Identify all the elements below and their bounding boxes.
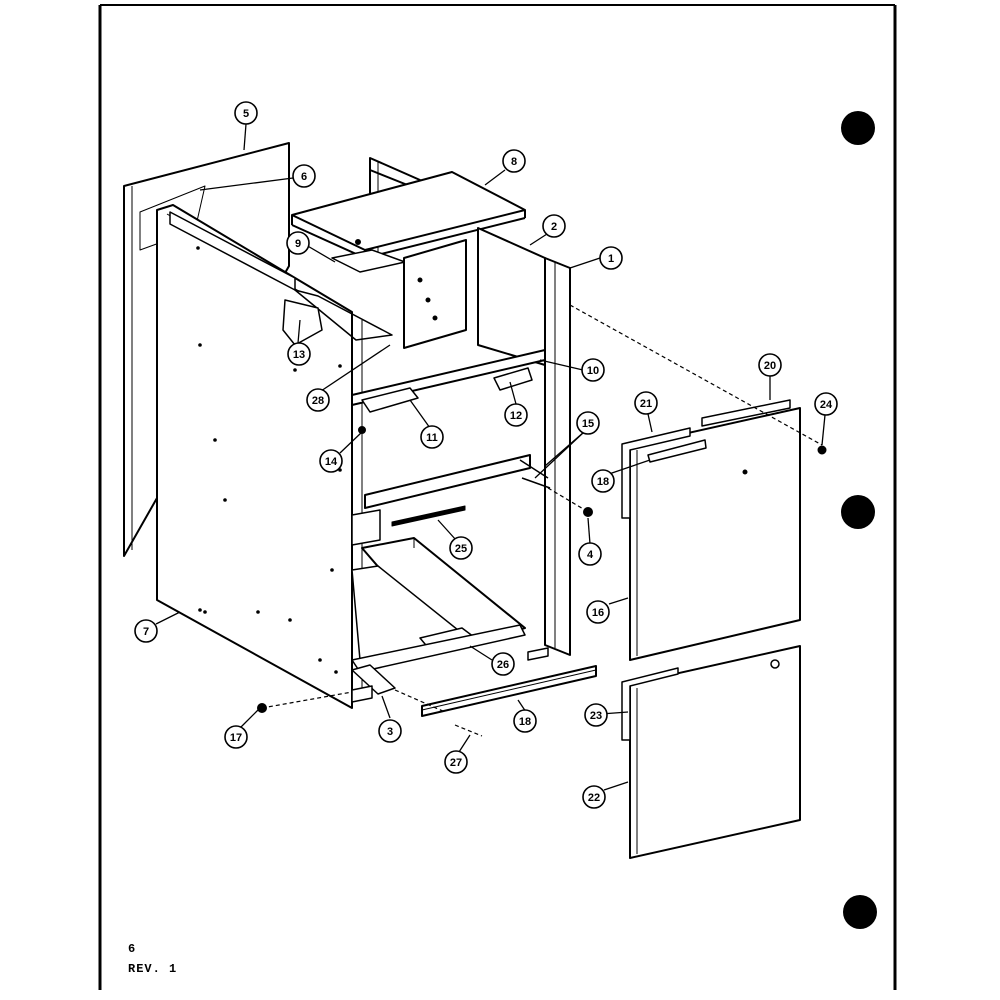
callout-3: 3 <box>378 719 402 743</box>
callout-1: 1 <box>599 246 623 270</box>
callout-9: 9 <box>286 231 310 255</box>
callout-label: 12 <box>510 410 522 422</box>
callout-7: 7 <box>134 619 158 643</box>
callout-label: 10 <box>587 365 599 377</box>
binder-holes <box>841 111 877 929</box>
callout-26: 26 <box>491 652 515 676</box>
callout-24: 24 <box>814 392 838 416</box>
callout-label: 21 <box>640 398 652 410</box>
callout-5: 5 <box>234 101 258 125</box>
callout-17: 17 <box>224 725 248 749</box>
callout-label: 13 <box>293 349 305 361</box>
callouts: 1 2 3 4 5 6 7 8 9 10 11 12 13 14 15 16 1… <box>134 101 838 809</box>
callout-label: 18 <box>519 716 531 728</box>
callout-13: 13 <box>287 342 311 366</box>
callout-label: 14 <box>325 456 338 468</box>
callout-label: 24 <box>820 399 833 411</box>
callout-6: 6 <box>292 164 316 188</box>
callout-label: 3 <box>387 726 393 738</box>
callout-18-door: 18 <box>591 469 615 493</box>
callout-label: 2 <box>551 221 557 233</box>
callout-label: 26 <box>497 659 509 671</box>
callout-label: 17 <box>230 732 242 744</box>
callout-label: 20 <box>764 360 776 372</box>
callout-label: 25 <box>455 543 467 555</box>
callout-21: 21 <box>634 391 658 415</box>
callout-28: 28 <box>306 388 330 412</box>
callout-label: 23 <box>590 710 602 722</box>
callout-label: 22 <box>588 792 600 804</box>
callout-12: 12 <box>504 403 528 427</box>
callout-label: 6 <box>301 171 307 183</box>
cabinet-drawing <box>123 142 827 859</box>
callout-label: 7 <box>143 626 149 638</box>
callout-2: 2 <box>542 214 566 238</box>
callout-label: 11 <box>426 432 438 444</box>
revision-label: REV. 1 <box>128 962 178 976</box>
callout-25: 25 <box>449 536 473 560</box>
callout-14: 14 <box>319 449 343 473</box>
callout-22: 22 <box>582 785 606 809</box>
callout-15: 15 <box>576 411 600 435</box>
leader-lines <box>155 123 826 791</box>
callout-8: 8 <box>502 149 526 173</box>
callout-20: 20 <box>758 353 782 377</box>
callout-label: 28 <box>312 395 324 407</box>
callout-label: 4 <box>587 549 594 561</box>
callout-label: 8 <box>511 156 517 168</box>
callout-label: 9 <box>295 238 301 250</box>
callout-27: 27 <box>444 750 468 774</box>
callout-label: 1 <box>608 253 614 265</box>
assembly-lines <box>261 304 823 737</box>
callout-label: 18 <box>597 476 609 488</box>
callout-11: 11 <box>420 425 444 449</box>
page-number: 6 <box>128 942 137 956</box>
callout-18-rail: 18 <box>513 709 537 733</box>
callout-23: 23 <box>584 703 608 727</box>
callout-label: 16 <box>592 607 604 619</box>
callout-label: 15 <box>582 418 594 430</box>
callout-10: 10 <box>581 358 605 382</box>
callout-16: 16 <box>586 600 610 624</box>
callout-label: 27 <box>450 757 462 769</box>
page-border <box>98 4 897 990</box>
callout-4: 4 <box>578 542 602 566</box>
callout-label: 5 <box>243 108 249 120</box>
